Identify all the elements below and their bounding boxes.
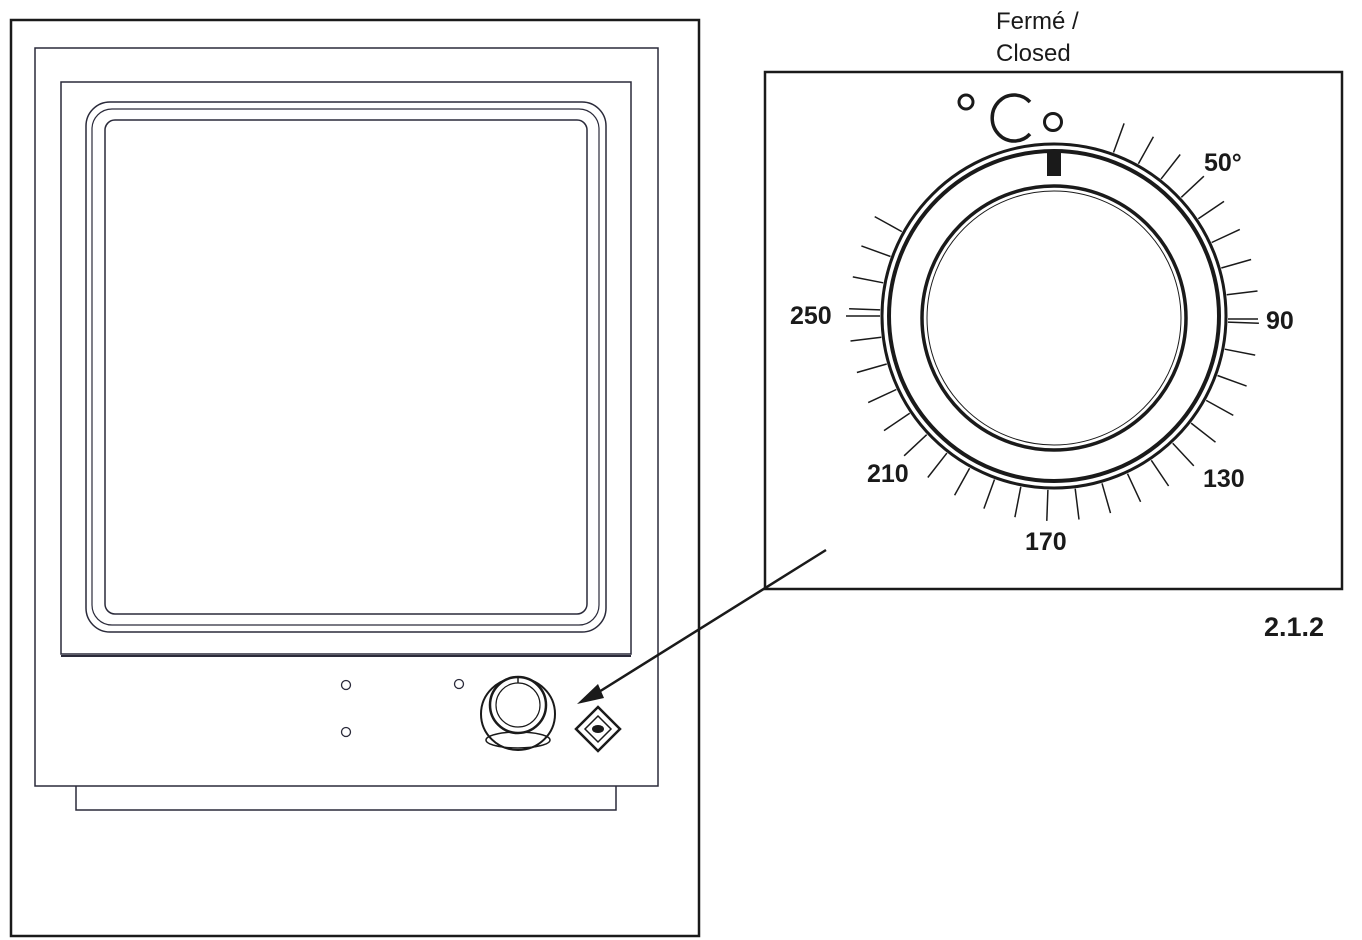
dial-tick <box>1046 489 1049 521</box>
indicator-hole <box>340 679 352 691</box>
door-window-inner <box>104 119 588 615</box>
dial-tick <box>1112 123 1125 153</box>
dial-label-210: 210 <box>867 460 909 488</box>
dial-detail-box <box>763 70 1344 591</box>
dial-label-130: 130 <box>1203 465 1245 493</box>
diamond-heat-icon <box>574 705 622 753</box>
dial-tick <box>1160 154 1181 180</box>
dial-label-50: 50° <box>1204 149 1242 177</box>
dial-label-90: 90 <box>1266 307 1294 335</box>
dial-label-250: 250 <box>790 302 832 330</box>
dial-tick <box>1190 422 1216 443</box>
dial-tick <box>1101 483 1112 514</box>
dial-tick <box>1180 175 1205 198</box>
thermostat-knob-small[interactable] <box>480 675 556 751</box>
dial-tick <box>867 388 897 404</box>
door-window-mid <box>91 108 600 626</box>
dial-tick <box>1217 374 1247 387</box>
dial-tick-marks <box>849 123 1259 521</box>
dial-tick <box>883 412 911 432</box>
unit-celsius-icon <box>957 93 1063 143</box>
dial-tick <box>1074 488 1080 520</box>
dial-tick <box>1224 348 1256 356</box>
dial-tick <box>861 245 891 258</box>
door-frame <box>60 81 632 655</box>
dial-tick <box>1211 228 1241 244</box>
closed-label-line-2: Closed <box>996 40 1071 67</box>
dial-tick <box>1205 399 1234 417</box>
dial-label-170: 170 <box>1025 528 1067 556</box>
dial-tick <box>1197 200 1225 220</box>
dial-tick <box>1172 442 1195 467</box>
dial-tick <box>1150 459 1170 487</box>
dial-tick <box>856 363 887 374</box>
dial-tick <box>850 336 882 342</box>
closed-label-line-1: Fermé / <box>996 8 1079 35</box>
dial-tick <box>1227 321 1259 324</box>
dial-tick <box>1226 290 1258 296</box>
dial-tick <box>874 215 903 233</box>
dial-tick <box>852 276 884 284</box>
callout-arrow <box>577 548 827 704</box>
appliance-cabinet <box>9 18 701 938</box>
dial-tick <box>1126 473 1142 503</box>
front-panel <box>34 47 659 787</box>
dial-tick <box>849 308 881 311</box>
indicator-hole <box>453 678 465 690</box>
dial-tick <box>983 479 996 509</box>
dial-tick <box>1221 258 1252 269</box>
closed-position-marker-icon <box>1047 152 1061 176</box>
closed-position-label: Fermé / Closed <box>996 6 1079 70</box>
dial-tick <box>953 467 971 496</box>
dial-tick <box>903 434 928 457</box>
dial-tick <box>1137 136 1155 165</box>
appliance-plinth <box>75 786 617 811</box>
figure-number: 2.1.2 <box>1264 612 1325 642</box>
dial-tick <box>927 452 948 478</box>
indicator-hole <box>340 726 352 738</box>
door-window-outer <box>85 101 607 633</box>
dial-tick <box>1014 486 1022 518</box>
thermostat-dial[interactable] <box>880 142 1228 490</box>
